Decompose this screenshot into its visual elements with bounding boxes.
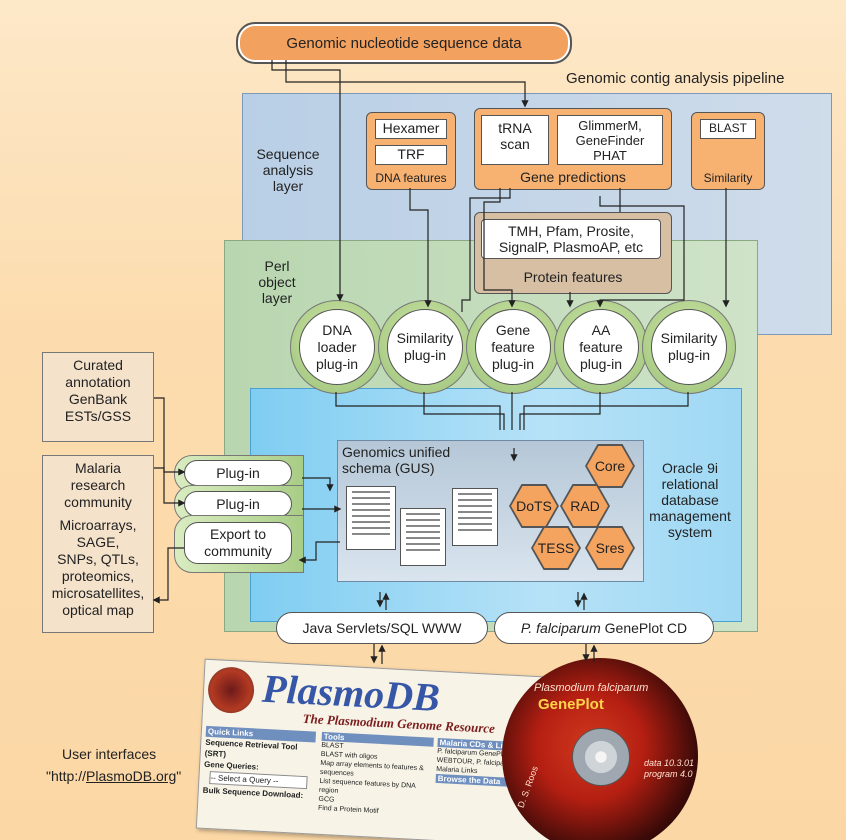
- dna-features-box: Hexamer TRF DNA features: [366, 112, 456, 190]
- protein-features-caption: Protein features: [523, 269, 623, 285]
- hexagon-tess: TESS: [533, 528, 579, 568]
- gene-predictions-caption: Gene predictions: [520, 169, 626, 185]
- hexamer-box: Hexamer: [375, 119, 447, 139]
- cd-geneplot: GenePlot: [538, 696, 604, 713]
- blast-box: BLAST: [700, 119, 756, 139]
- similarity-box: BLAST Similarity: [691, 112, 765, 190]
- plasmodb-url[interactable]: "http://PlasmoDB.org": [46, 768, 182, 784]
- dna-features-caption: DNA features: [375, 171, 447, 185]
- hexagon-sres: Sres: [587, 528, 633, 568]
- schema-document-2: [400, 508, 446, 566]
- genomic-sequence-source: Genomic nucleotide sequence data: [236, 22, 572, 64]
- hexagon-rad: RAD: [562, 486, 608, 526]
- java-servlets-interface: Java Servlets/SQL WWW: [276, 612, 488, 644]
- schema-document-1: [346, 486, 396, 550]
- schema-document-3: [452, 488, 498, 546]
- hexagon-dots: DoTS: [511, 486, 557, 526]
- side-plugin-2: Plug-in: [184, 491, 292, 517]
- similarity-caption: Similarity: [703, 171, 753, 185]
- user-interfaces-label: User interfaces: [62, 746, 157, 762]
- geneplot-cd-interface: P. falciparum GenePlot CD: [494, 612, 714, 644]
- hexagon-core: Core: [587, 446, 633, 486]
- cd-hub: [572, 728, 630, 786]
- pipeline-label: Genomic contig analysis pipeline: [566, 70, 785, 87]
- protein-features-box: TMH, Pfam, Prosite,SignalP, PlasmoAP, et…: [474, 212, 672, 294]
- geneplot-cd: Plasmodium falciparum GenePlot data 10.3…: [502, 658, 698, 840]
- trf-box: TRF: [375, 145, 447, 165]
- cd-title: Plasmodium falciparum: [534, 682, 649, 694]
- protein-tools-box: TMH, Pfam, Prosite,SignalP, PlasmoAP, et…: [481, 219, 661, 259]
- side-plugin-1: Plug-in: [184, 460, 292, 486]
